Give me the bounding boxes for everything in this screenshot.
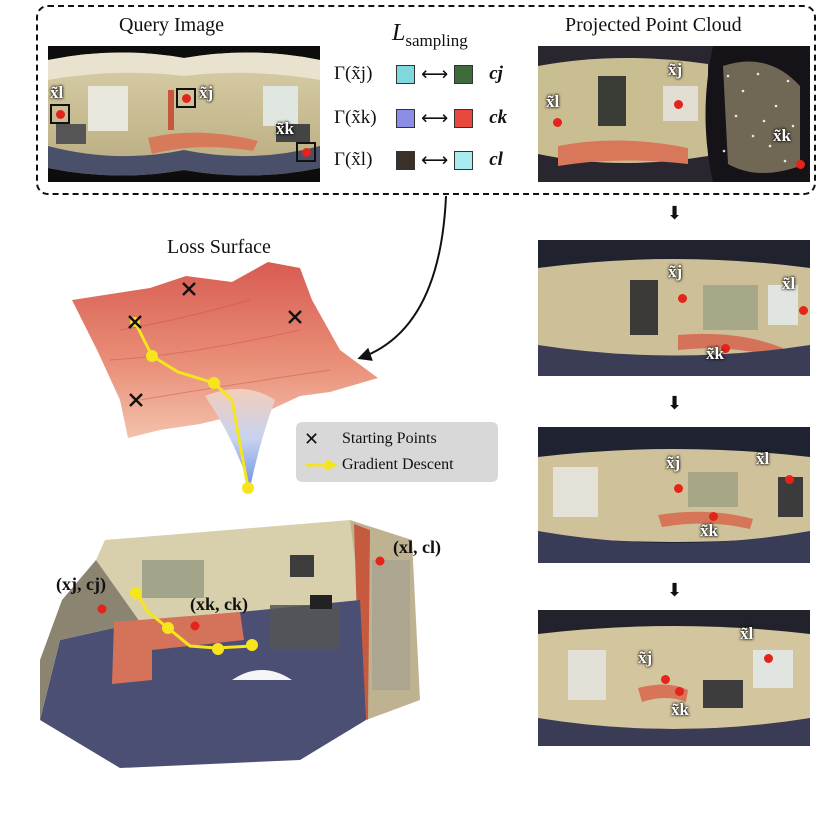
legend-gradient-label: Gradient Descent <box>342 456 454 473</box>
double-arrow-icon: ⟷ <box>421 63 449 85</box>
sampling-frame <box>36 5 816 195</box>
p2-label-j: x̃j <box>668 262 683 281</box>
scene-label-l: (xl, cl) <box>393 537 441 557</box>
query-box-k <box>296 142 316 162</box>
correspondence-row-j: Γ(x̃j) ⟷ cj <box>334 60 503 88</box>
projected-panel-2: x̃j x̃l x̃k <box>538 240 810 376</box>
swatch-query-l <box>396 150 415 170</box>
swatch-cloud-j <box>454 64 474 84</box>
p3-label-k: x̃k <box>700 521 718 540</box>
p1-label-j: x̃j <box>668 60 683 79</box>
projected-panel-1: x̃l x̃j x̃k <box>538 46 810 182</box>
query-point-j <box>182 94 191 103</box>
p3-label-j: x̃j <box>666 453 681 472</box>
query-label-j: x̃j <box>199 83 214 102</box>
query-box-l <box>50 104 70 124</box>
c-j: cj <box>489 63 503 84</box>
p2-label-l: x̃l <box>782 274 796 293</box>
p3-point-k <box>709 512 718 521</box>
gamma-l: Γ(x̃l) <box>334 149 373 170</box>
sampling-loss-subscript: sampling <box>405 31 468 50</box>
query-box-j <box>176 88 196 108</box>
scene-label-j: (xj, cj) <box>56 574 106 594</box>
swatch-cloud-l <box>454 150 474 170</box>
swatch-cloud-k <box>454 108 474 128</box>
query-label-k: x̃k <box>276 119 294 138</box>
p3-point-l <box>785 475 794 484</box>
p4-label-j: x̃j <box>638 648 653 667</box>
down-arrow-icon: ⬇ <box>667 203 683 224</box>
p4-point-k <box>675 687 684 696</box>
query-image: x̃l x̃j x̃k <box>48 46 320 182</box>
surface-descent-path <box>133 321 250 489</box>
gamma-k: Γ(x̃k) <box>334 107 377 128</box>
c-l: cl <box>489 149 503 170</box>
c-k: ck <box>489 107 508 128</box>
down-arrow-icon: ⬇ <box>667 580 683 601</box>
sampling-loss-symbol: L <box>392 20 406 46</box>
query-label-l: x̃l <box>50 83 64 102</box>
scene-red-points <box>97 556 385 631</box>
p3-label-l: x̃l <box>756 449 770 468</box>
x-icon: ✕ <box>304 428 320 450</box>
double-arrow-icon: ⟷ <box>421 149 449 171</box>
p2-point-k <box>721 344 730 353</box>
scene-descent-points <box>130 587 258 655</box>
yellow-arrow-icon <box>306 459 338 471</box>
surface-descent-points <box>130 317 254 494</box>
p4-label-k: x̃k <box>671 700 689 719</box>
starting-points <box>128 282 302 407</box>
p4-label-l: x̃l <box>740 624 754 643</box>
legend: ✕ Starting Points Gradient Descent <box>296 422 498 482</box>
swatch-query-k <box>396 108 415 128</box>
p1-label-k: x̃k <box>773 126 791 145</box>
swatch-query-j <box>396 64 415 84</box>
p4-point-l <box>764 654 773 663</box>
query-point-k <box>302 148 311 157</box>
p1-point-k <box>796 160 805 169</box>
surface-body <box>72 262 378 488</box>
query-point-l <box>56 110 65 119</box>
query-image-title: Query Image <box>119 14 224 36</box>
correspondence-row-l: Γ(x̃l) ⟷ cl <box>334 146 503 174</box>
p1-point-l <box>553 118 562 127</box>
p1-label-l: x̃l <box>546 92 560 111</box>
surface-ridges <box>109 299 331 401</box>
double-arrow-icon: ⟷ <box>421 107 449 129</box>
p4-point-j <box>661 675 670 684</box>
projected-title: Projected Point Cloud <box>565 14 742 36</box>
projected-panel-3: x̃j x̃l x̃k <box>538 427 810 563</box>
p2-point-j <box>678 294 687 303</box>
sampling-loss-title: Lsampling <box>392 20 468 50</box>
curved-arrow <box>357 195 447 361</box>
correspondence-row-k: Γ(x̃k) ⟷ ck <box>334 104 507 132</box>
legend-gradient-descent: Gradient Descent <box>304 453 454 477</box>
legend-starting-label: Starting Points <box>342 430 437 447</box>
loss-surface-title: Loss Surface <box>167 236 271 258</box>
p3-point-j <box>674 484 683 493</box>
gamma-j: Γ(x̃j) <box>334 63 373 84</box>
down-arrow-icon: ⬇ <box>667 393 683 414</box>
p2-point-l <box>799 306 808 315</box>
p1-point-j <box>674 100 683 109</box>
p2-label-k: x̃k <box>706 344 724 363</box>
projected-panel-4: x̃j x̃l x̃k <box>538 610 810 746</box>
legend-starting-points: ✕ Starting Points <box>304 427 437 451</box>
scene-label-k: (xk, ck) <box>190 594 248 614</box>
